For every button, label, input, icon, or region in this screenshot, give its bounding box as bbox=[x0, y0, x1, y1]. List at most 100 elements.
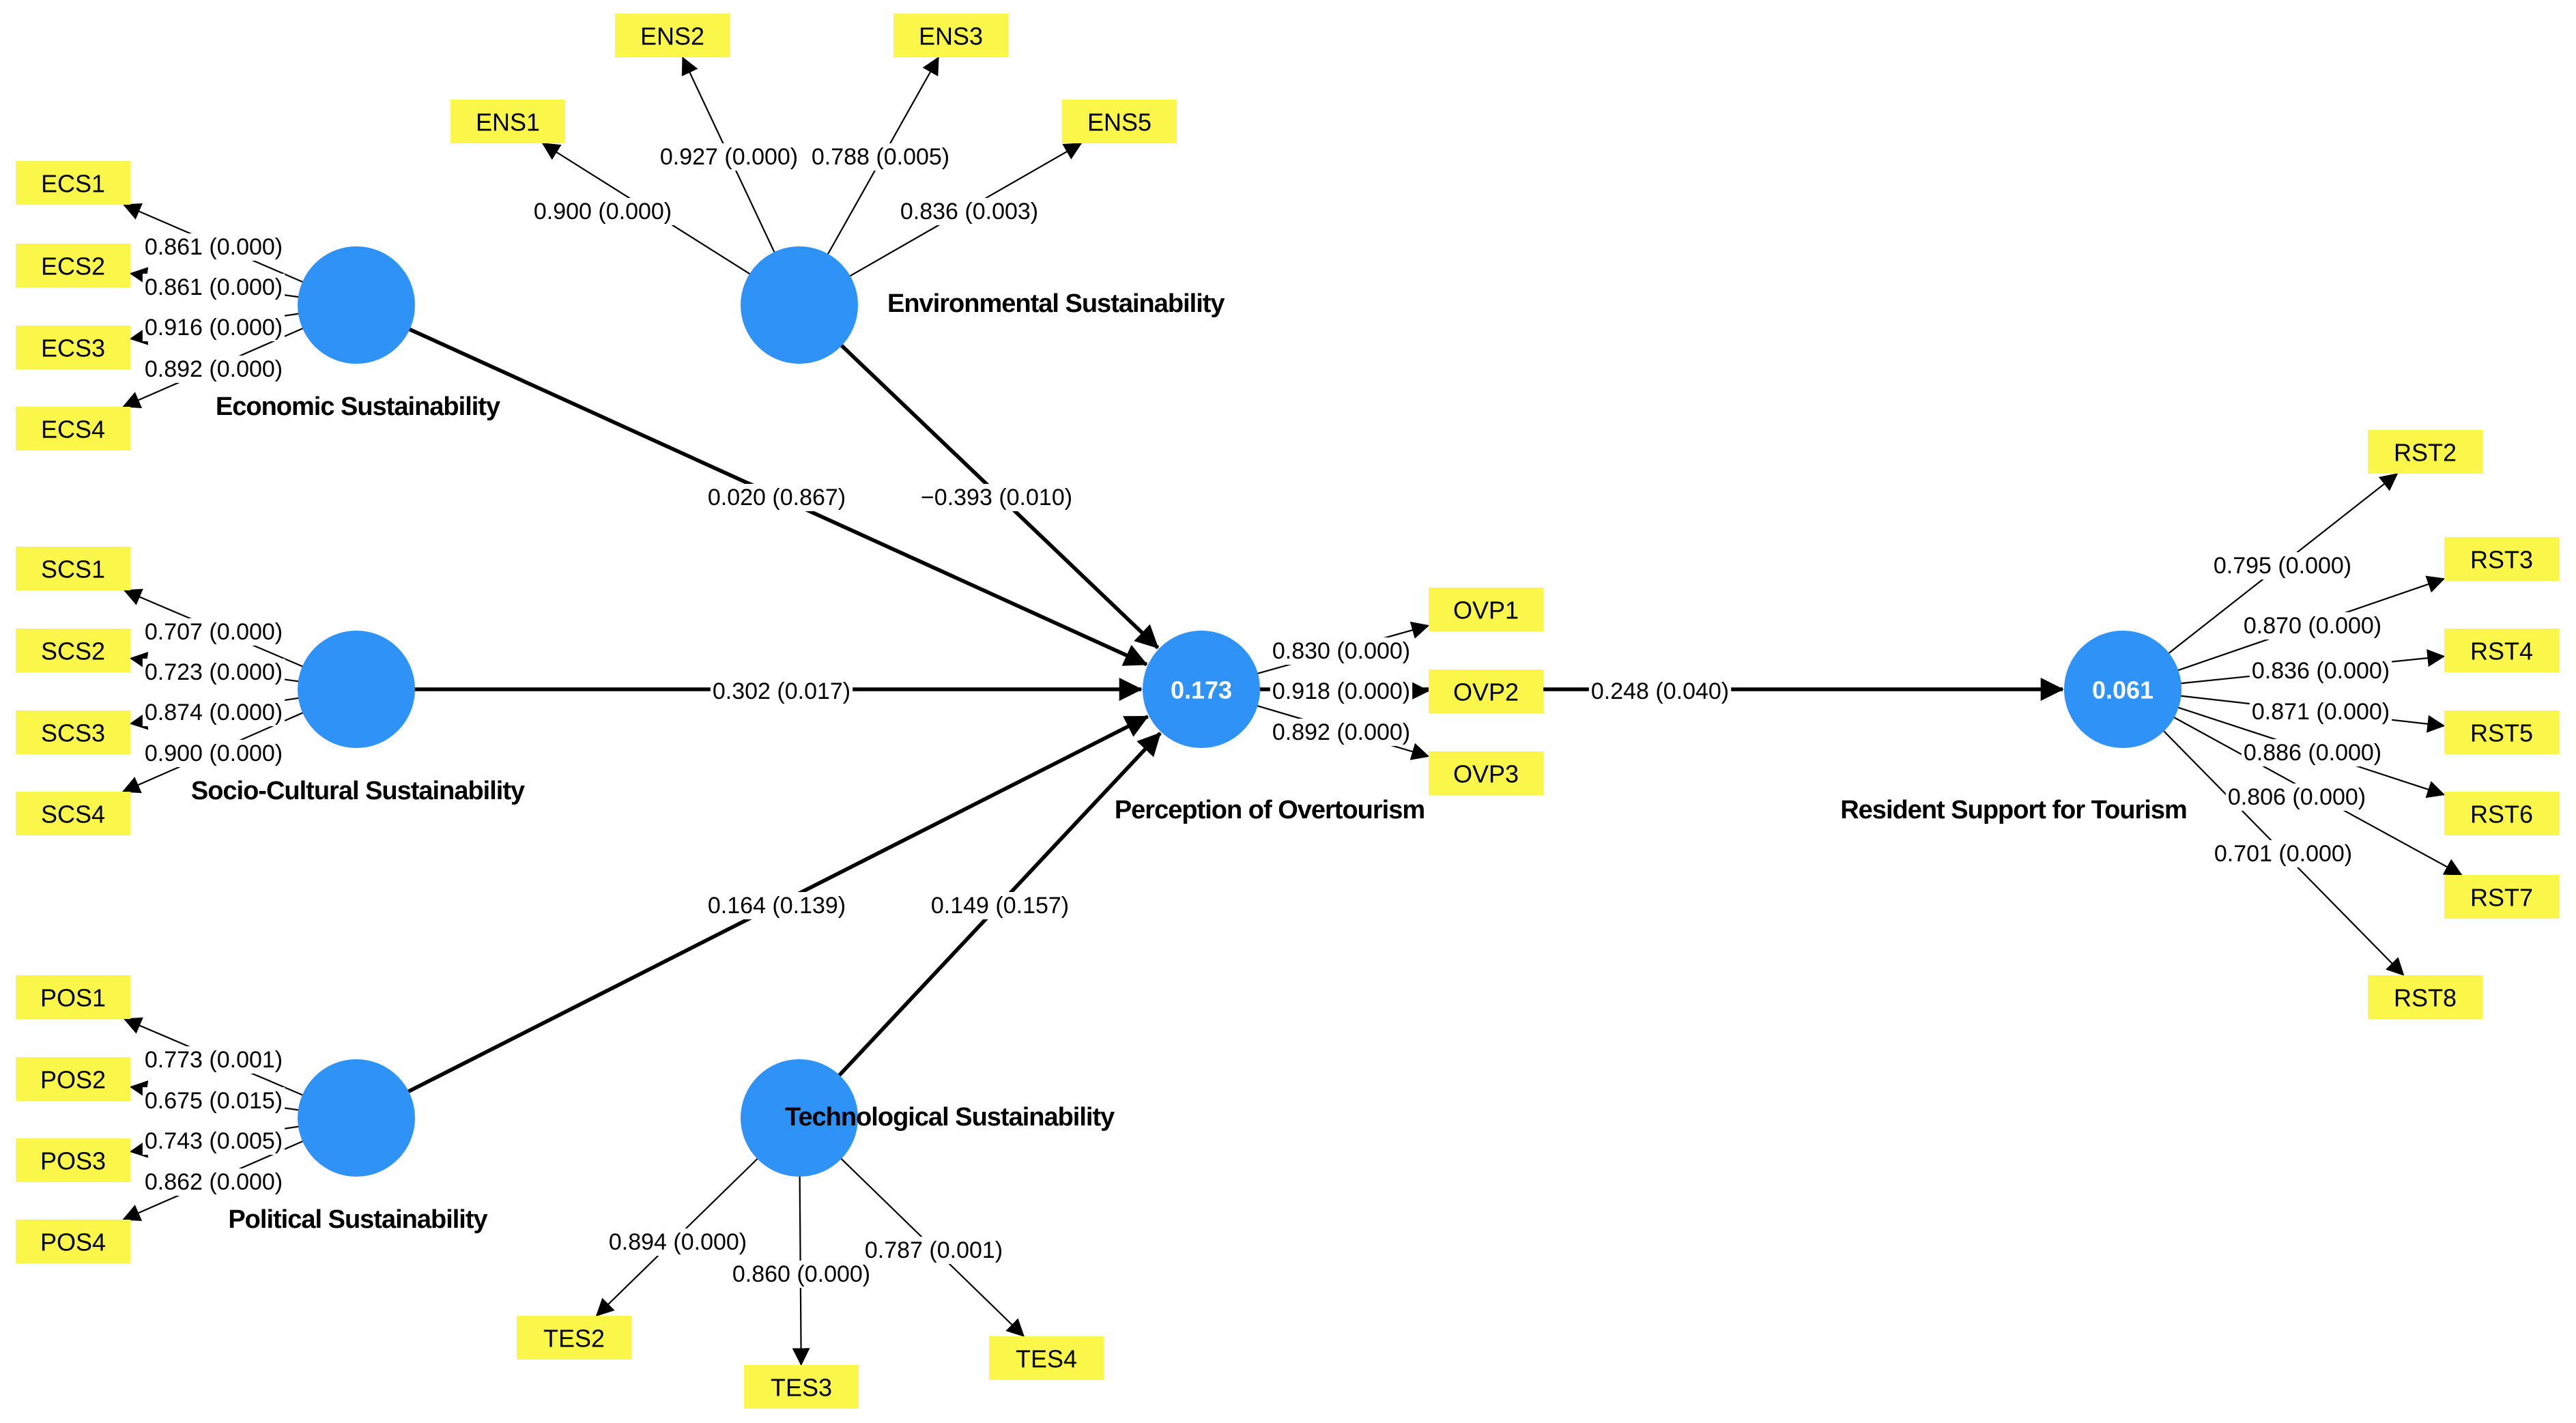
indicator-rst2: RST2 bbox=[2368, 430, 2482, 474]
indicator-label-ens5: ENS5 bbox=[1087, 109, 1151, 136]
path-label-pol-to-ovt: 0.164 (0.139) bbox=[705, 892, 848, 919]
indicator-box-ovp3 bbox=[1429, 751, 1543, 795]
edge-labels-layer: 0.861 (0.000) 0.861 (0.000) 0.916 (0.000) 0… bbox=[142, 143, 2392, 1288]
latent-variable-circle-economic-sustainability bbox=[298, 246, 415, 364]
loading-label-rst5-background bbox=[2249, 698, 2392, 725]
indicator-box-ecs4 bbox=[16, 407, 130, 450]
latent-variable-name-technological-sustainability: Technological Sustainability bbox=[785, 1103, 1115, 1132]
loading-label-ecs3-background bbox=[142, 314, 285, 341]
indicator-ovp2: OVP2 bbox=[1429, 670, 1543, 713]
indicator-rst3: RST3 bbox=[2444, 537, 2559, 581]
loading-label-ecs2-text: 0.861 (0.000) bbox=[145, 274, 283, 300]
latent-variable-technological-sustainability bbox=[741, 1059, 858, 1177]
indicator-box-tes2 bbox=[517, 1316, 631, 1360]
loading-label-scs4-background bbox=[142, 740, 285, 767]
path-label-soc-to-ovt-background bbox=[710, 678, 853, 705]
indicator-box-rst2 bbox=[2368, 430, 2482, 474]
indicator-pos2: POS2 bbox=[16, 1057, 130, 1101]
indicator-ens3: ENS3 bbox=[893, 14, 1008, 57]
loading-label-ecs1: 0.861 (0.000) bbox=[142, 233, 285, 261]
path-label-pol-to-ovt-text: 0.164 (0.139) bbox=[708, 893, 846, 919]
path-label-env-to-ovt: −0.393 (0.010) bbox=[918, 484, 1075, 511]
loading-label-rst4-text: 0.836 (0.000) bbox=[2252, 658, 2390, 684]
latent-variable-circle-socio-cultural-sustainability bbox=[298, 631, 415, 748]
path-label-tec-to-ovt: 0.149 (0.157) bbox=[928, 892, 1072, 919]
indicator-ens1: ENS1 bbox=[450, 100, 565, 143]
indicator-rst5: RST5 bbox=[2444, 710, 2559, 754]
loading-label-rst6: 0.886 (0.000) bbox=[2241, 739, 2384, 766]
latent-variable-socio-cultural-sustainability bbox=[298, 631, 415, 748]
indicator-box-tes3 bbox=[744, 1365, 859, 1409]
indicator-box-rst6 bbox=[2444, 792, 2559, 835]
loading-label-ens3-text: 0.788 (0.005) bbox=[812, 144, 949, 170]
loading-label-tes4-text: 0.787 (0.001) bbox=[865, 1237, 1003, 1263]
loading-label-ecs2: 0.861 (0.000) bbox=[142, 274, 285, 301]
indicator-label-pos3: POS3 bbox=[40, 1147, 106, 1175]
indicator-label-rst7: RST7 bbox=[2470, 884, 2533, 912]
loading-label-scs4: 0.900 (0.000) bbox=[142, 740, 285, 767]
indicator-ecs2: ECS2 bbox=[16, 244, 130, 287]
indicator-label-pos1: POS1 bbox=[40, 984, 106, 1012]
latent-variable-name-economic-sustainability: Economic Sustainability bbox=[216, 392, 500, 421]
indicator-box-ecs2 bbox=[16, 244, 130, 287]
loading-label-rst7-background bbox=[2225, 784, 2369, 811]
indicator-label-tes3: TES3 bbox=[771, 1374, 832, 1402]
indicator-label-ens2: ENS2 bbox=[640, 23, 704, 51]
loading-label-tes4-background bbox=[862, 1237, 1005, 1264]
loading-label-rst7: 0.806 (0.000) bbox=[2225, 784, 2369, 811]
loading-label-scs2-text: 0.723 (0.000) bbox=[145, 659, 283, 685]
indicator-label-pos2: POS2 bbox=[40, 1066, 106, 1094]
loading-label-ens1-background bbox=[531, 198, 674, 225]
indicator-pos4: POS4 bbox=[16, 1220, 130, 1263]
indicator-label-scs2: SCS2 bbox=[41, 637, 105, 665]
loading-label-rst8: 0.701 (0.000) bbox=[2212, 840, 2355, 867]
loading-label-scs2-background bbox=[142, 659, 285, 686]
indicator-label-rst3: RST3 bbox=[2470, 546, 2533, 574]
indicator-box-ens3 bbox=[893, 14, 1008, 57]
loading-label-rst3: 0.870 (0.000) bbox=[2241, 612, 2384, 639]
loading-label-rst6-text: 0.886 (0.000) bbox=[2244, 740, 2381, 766]
indicator-box-pos1 bbox=[16, 975, 130, 1019]
indicator-box-ovp1 bbox=[1429, 588, 1543, 631]
latent-variable-circle-technological-sustainability bbox=[741, 1059, 858, 1177]
latent-variable-environmental-sustainability bbox=[741, 246, 858, 364]
loading-label-ens3-background bbox=[809, 143, 952, 171]
indicator-rst4: RST4 bbox=[2444, 629, 2559, 672]
loading-label-ecs3: 0.916 (0.000) bbox=[142, 314, 285, 341]
loading-label-pos4-text: 0.862 (0.000) bbox=[145, 1169, 283, 1195]
indicator-label-rst4: RST4 bbox=[2470, 637, 2533, 665]
loading-label-ens1: 0.900 (0.000) bbox=[531, 198, 674, 225]
latent-variable-name-perception-of-overtourism: Perception of Overtourism bbox=[1115, 796, 1425, 824]
indicator-box-ens2 bbox=[615, 14, 730, 57]
path-label-soc-to-ovt-text: 0.302 (0.017) bbox=[713, 678, 850, 704]
loading-label-ovp2: 0.918 (0.000) bbox=[1270, 678, 1413, 705]
indicator-label-tes2: TES2 bbox=[543, 1325, 605, 1353]
loading-label-scs3-text: 0.874 (0.000) bbox=[145, 700, 283, 725]
loading-label-ovp3-background bbox=[1270, 719, 1413, 746]
loading-label-pos2-text: 0.675 (0.015) bbox=[145, 1088, 283, 1114]
loading-label-tes3-text: 0.860 (0.000) bbox=[732, 1261, 870, 1287]
path-label-tec-to-ovt-background bbox=[928, 892, 1072, 919]
indicator-rst7: RST7 bbox=[2444, 875, 2559, 919]
path-label-eco-to-ovt-background bbox=[705, 484, 848, 511]
latent-variable-resident-support-for-tourism: 0.061 bbox=[2064, 631, 2181, 748]
indicator-box-scs2 bbox=[16, 629, 130, 672]
latent-variable-name-resident-support-for-tourism: Resident Support for Tourism bbox=[1840, 796, 2187, 824]
indicator-label-ecs2: ECS2 bbox=[41, 253, 105, 281]
loading-label-pos4: 0.862 (0.000) bbox=[142, 1168, 285, 1196]
indicator-box-ecs1 bbox=[16, 161, 130, 205]
r-squared-value-resident-support-for-tourism: 0.061 bbox=[2092, 676, 2153, 704]
loading-label-pos2-background bbox=[142, 1087, 285, 1115]
indicator-box-rst7 bbox=[2444, 875, 2559, 919]
loading-label-ens5: 0.836 (0.003) bbox=[898, 198, 1041, 225]
loading-label-ovp1: 0.830 (0.000) bbox=[1270, 637, 1413, 665]
loading-label-tes4: 0.787 (0.001) bbox=[862, 1237, 1005, 1264]
indicator-ecs1: ECS1 bbox=[16, 161, 130, 205]
loading-label-ecs2-background bbox=[142, 274, 285, 301]
latent-variable-perception-of-overtourism: 0.173 bbox=[1143, 631, 1260, 748]
loading-label-pos3: 0.743 (0.005) bbox=[142, 1127, 285, 1155]
loading-label-pos1: 0.773 (0.001) bbox=[142, 1046, 285, 1074]
indicator-pos3: POS3 bbox=[16, 1138, 130, 1182]
indicator-box-rst5 bbox=[2444, 710, 2559, 754]
indicator-box-ecs3 bbox=[16, 326, 130, 369]
